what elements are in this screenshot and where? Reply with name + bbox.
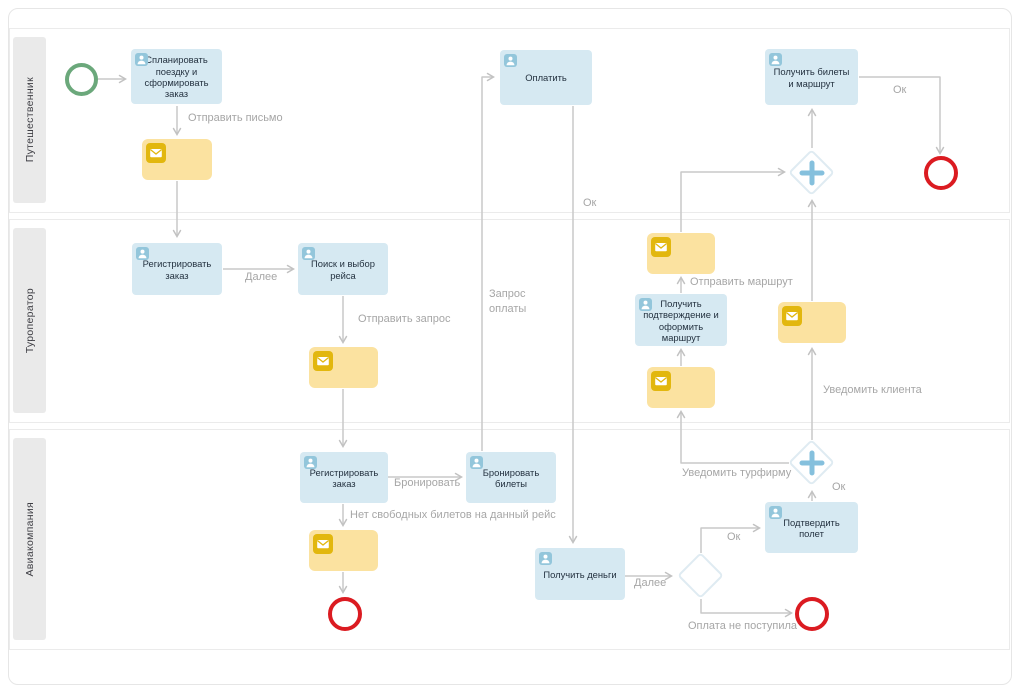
task-label: Регистрировать заказ: [142, 258, 212, 281]
end-event-payment-failed[interactable]: [795, 597, 829, 631]
flow-label-ok-tickets: Ок: [893, 84, 907, 96]
envelope-icon: [146, 143, 166, 163]
flow-label-send-route: Отправить маршрут: [690, 276, 793, 288]
task-get-money[interactable]: Получить деньги: [535, 548, 625, 600]
message-notify-client[interactable]: [778, 302, 846, 343]
flow-label-next-air: Далее: [634, 577, 667, 589]
message-no-tickets[interactable]: [309, 530, 378, 571]
message-send-request[interactable]: [309, 347, 378, 388]
lane-airline: Авиакомпания: [9, 429, 1010, 650]
task-get-tickets[interactable]: Получить билеты и маршрут: [765, 49, 858, 105]
task-label: Получить билеты и маршрут: [773, 66, 850, 89]
task-label: Поиск и выбор рейса: [311, 258, 375, 281]
envelope-icon: [782, 306, 802, 326]
flow-label-next-tour: Далее: [245, 271, 278, 283]
task-label: Спланировать поездку и сформировать зака…: [144, 54, 209, 100]
end-event-no-tickets[interactable]: [328, 597, 362, 631]
flow-label-notify-touragency: Уведомить турфирму: [682, 467, 792, 479]
flow-msg4-to-gw1: [680, 167, 786, 232]
user-icon: [639, 298, 652, 311]
task-label: Регистрировать заказ: [309, 466, 379, 489]
task-label: Подтвердить полет: [783, 516, 840, 539]
message-send-letter[interactable]: [142, 139, 212, 180]
user-icon: [504, 54, 517, 67]
task-pay[interactable]: Оплатить: [500, 50, 592, 105]
flow-get-tickets-to-end: [859, 76, 945, 155]
envelope-icon: [651, 371, 671, 391]
envelope-icon: [313, 351, 333, 371]
task-label: Получить деньги: [543, 568, 617, 580]
task-register-order-tour[interactable]: Регистрировать заказ: [132, 243, 222, 295]
user-icon: [769, 53, 782, 66]
flow-label-send-request: Отправить запрос: [358, 313, 451, 325]
flow-label-ok-flight: Ок: [727, 531, 741, 543]
message-send-route[interactable]: [647, 233, 715, 274]
flow-label-send-letter: Отправить письмо: [188, 112, 283, 124]
flow-label-ok-payment: Ок: [583, 197, 597, 209]
message-notify-touragency[interactable]: [647, 367, 715, 408]
plus-icon: [799, 450, 825, 476]
flow-label-ok-confirm: Ок: [832, 481, 846, 493]
user-icon: [539, 552, 552, 565]
parallel-gateway-traveler[interactable]: [788, 149, 836, 197]
parallel-gateway-airline[interactable]: [788, 439, 836, 487]
start-event[interactable]: [65, 63, 98, 96]
flow-label-book: Бронировать: [394, 477, 461, 489]
exclusive-gateway-payment[interactable]: [677, 552, 725, 600]
task-book-tickets[interactable]: Бронировать билеты: [466, 452, 556, 503]
flow-label-notify-client: Уведомить клиента: [823, 384, 922, 396]
user-icon: [302, 247, 315, 260]
task-register-order-air[interactable]: Регистрировать заказ: [300, 452, 388, 503]
flow-gw2-to-msg3: [676, 410, 789, 464]
envelope-icon: [651, 237, 671, 257]
diagram-frame: [8, 8, 1012, 685]
task-label: Получить подтверждение и оформить маршру…: [643, 297, 719, 343]
user-icon: [470, 456, 483, 469]
task-confirm-flight[interactable]: Подтвердить полет: [765, 502, 858, 553]
task-label: Бронировать билеты: [482, 466, 540, 489]
flow-label-payment-not-received: Оплата не поступила: [688, 620, 798, 632]
envelope-icon: [313, 534, 333, 554]
gateway-diamond: [677, 552, 724, 599]
plus-icon: [799, 160, 825, 186]
user-icon: [304, 456, 317, 469]
user-icon: [136, 247, 149, 260]
flow-xor-to-end: [700, 599, 793, 618]
task-search-flight[interactable]: Поиск и выбор рейса: [298, 243, 388, 295]
lane-airline-header: Авиакомпания: [13, 438, 46, 640]
task-plan-trip[interactable]: Спланировать поездку и сформировать зака…: [131, 49, 222, 104]
task-label: Оплатить: [525, 72, 567, 84]
user-icon: [135, 53, 148, 66]
task-get-confirmation[interactable]: Получить подтверждение и оформить маршру…: [635, 294, 727, 346]
flow-label-request-payment: Запрос оплаты: [489, 288, 527, 315]
flow-xor-to-confirm: [700, 523, 761, 553]
end-event-traveler[interactable]: [924, 156, 958, 190]
flow-label-no-tickets: Нет свободных билетов на данный рейс: [350, 509, 556, 521]
user-icon: [769, 506, 782, 519]
lane-traveler-header: Путешественник: [13, 37, 46, 203]
flow-book-to-pay: [481, 72, 495, 451]
lane-touroperator-header: Туроператор: [13, 228, 46, 413]
